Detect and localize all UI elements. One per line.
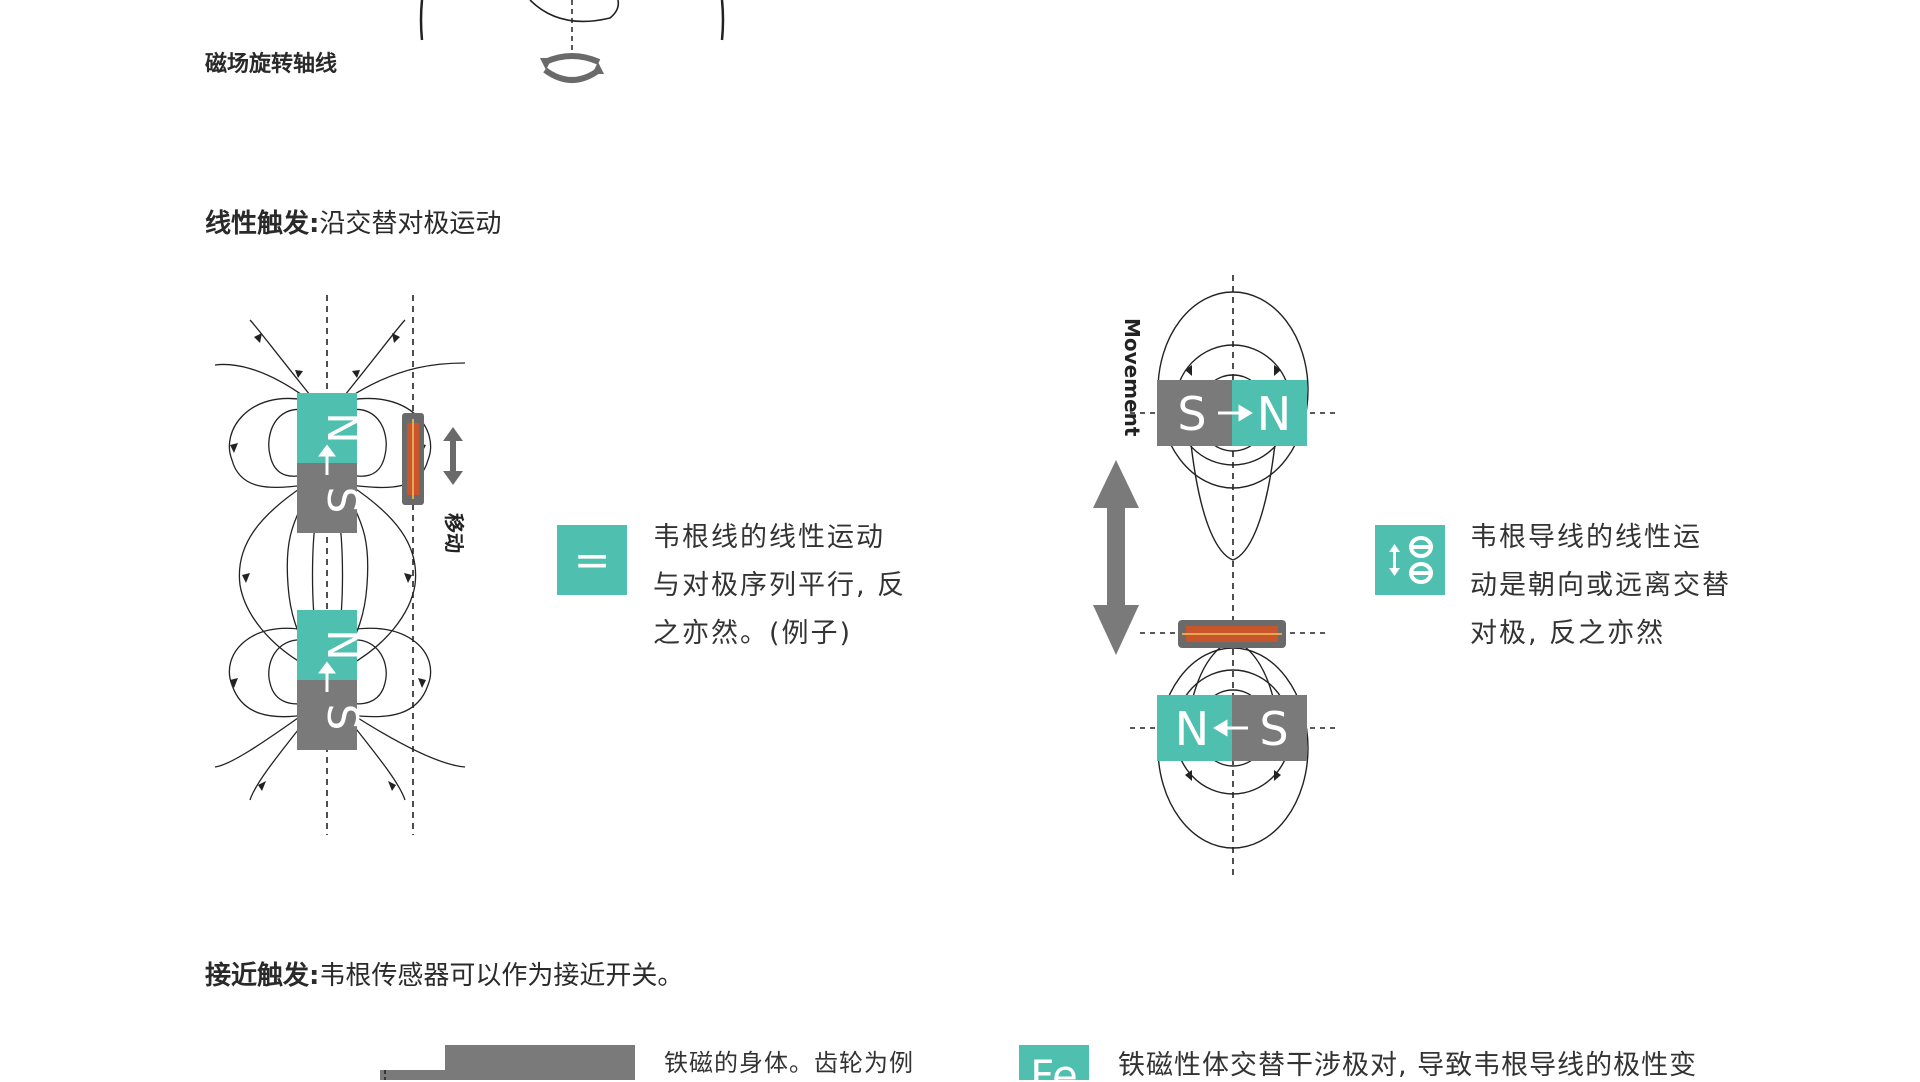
perpendicular-line-1: 韦根导线的线性运 [1470,522,1702,553]
top-magnet-north-letter-right: N [1257,387,1291,441]
parallel-line-1: 韦根线的线性运动 [653,522,885,553]
rotation-arrow-icon [540,53,604,83]
top-magnet-south-letter-right: S [1177,387,1206,441]
rotation-axis-diagram [419,0,725,83]
top-magnet-north-letter: N [318,412,367,443]
move-arrow-icon [443,427,463,485]
move-label: 移动 [442,513,466,553]
bottom-magnet-north-letter: N [318,629,367,660]
perpendicular-magnet-diagram: S N N S Movement [1093,275,1335,875]
fe-symbol-badge: Fe [1019,1045,1089,1080]
gear-text: 铁磁的身体。齿轮为例 [664,1049,914,1077]
perpendicular-description: 韦根导线的线性运 动是朝向或远离交替 对极, 反之亦然 [1470,514,1731,658]
bottom-magnet-north-letter-right: N [1175,702,1209,756]
fe-text: 铁磁性体交替干涉极对, 导致韦根导线的极性变 [1118,1050,1698,1081]
perpendicular-orientation-icon [1389,536,1433,584]
linear-trigger-heading: 线性触发:沿交替对极运动 [205,203,501,240]
linear-heading-bold: 线性触发: [205,209,320,239]
linear-heading-rest: 沿交替对极运动 [319,209,502,239]
bottom-magnet-south-letter: S [318,704,367,731]
wiegand-sensor-vertical [402,413,424,505]
bottom-magnet-south-letter-right: S [1259,702,1288,756]
wiegand-sensor-horizontal [1178,620,1286,648]
movement-label: Movement [1120,318,1144,437]
proximity-heading-bold: 接近触发: [205,961,320,991]
perpendicular-line-2: 动是朝向或远离交替 [1470,570,1731,601]
movement-arrow-icon [1093,460,1139,655]
perpendicular-symbol-badge [1375,525,1445,595]
perpendicular-line-3: 对极, 反之亦然 [1470,618,1666,649]
rotation-axis-label: 磁场旋转轴线 [205,52,338,77]
parallel-magnet-diagram: N S N S 移动 [214,295,466,835]
parallel-description: 韦根线的线性运动 与对极序列平行, 反 之亦然。(例子) [653,514,906,658]
parallel-line-2: 与对极序列平行, 反 [653,570,907,601]
equals-icon: = [573,534,611,586]
parallel-symbol-badge: = [557,525,627,595]
fe-symbol: Fe [1030,1051,1078,1080]
proximity-heading-rest: 韦根传感器可以作为接近开关。 [319,961,684,991]
proximity-trigger-heading: 接近触发:韦根传感器可以作为接近开关。 [205,955,683,992]
gear-body-shape [380,1045,635,1080]
top-magnet-south-letter: S [318,487,367,514]
parallel-line-3: 之亦然。(例子) [653,618,853,649]
